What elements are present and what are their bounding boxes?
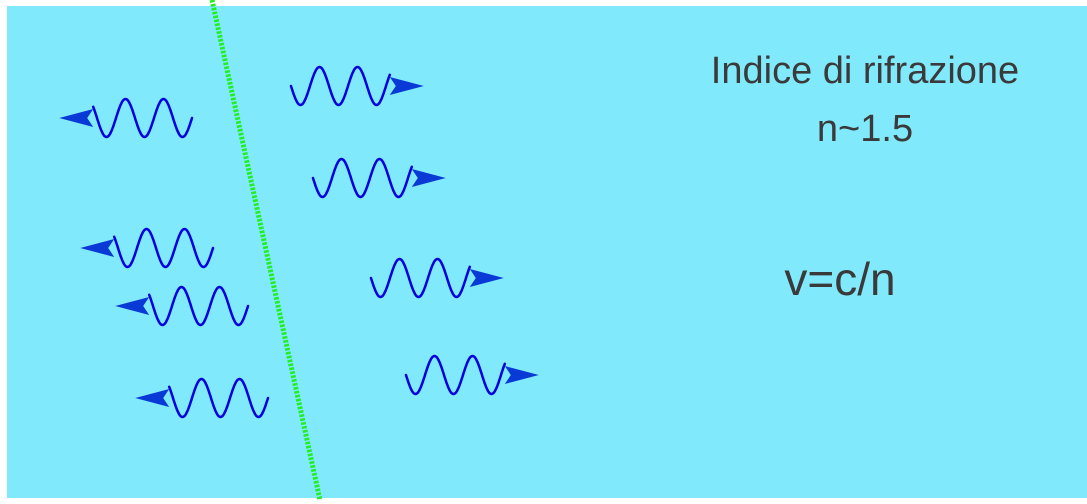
reflected-wave-1	[59, 97, 194, 139]
transmitted-wave-4	[404, 354, 539, 396]
refraction-index-value: n~1.5	[816, 108, 914, 150]
wave-line	[289, 65, 392, 107]
wave-line	[404, 354, 507, 396]
arrowhead-icon	[59, 109, 94, 127]
refraction-index-title: Indice di rifrazione	[710, 50, 1020, 92]
reflected-wave-3	[115, 285, 250, 327]
wave-line	[91, 97, 194, 139]
reflected-wave-2	[80, 227, 215, 269]
interface-boundary-line	[209, 0, 323, 501]
wave-line	[147, 285, 250, 327]
arrowhead-icon	[115, 297, 150, 315]
arrowhead-icon	[80, 239, 115, 257]
velocity-formula: v=c/n	[784, 253, 896, 305]
wave-line	[311, 157, 414, 199]
arrowhead-icon	[135, 389, 170, 407]
arrowhead-icon	[389, 77, 424, 95]
transmitted-wave-1	[289, 65, 424, 107]
wave-line	[167, 377, 270, 419]
arrowhead-icon	[411, 169, 446, 187]
wave-line	[112, 227, 215, 269]
wave-line	[369, 257, 472, 299]
transmitted-wave-3	[369, 257, 504, 299]
medium-panel	[7, 6, 1087, 498]
arrowhead-icon	[469, 269, 504, 287]
transmitted-wave-2	[311, 157, 446, 199]
arrowhead-icon	[504, 366, 539, 384]
reflected-wave-4	[135, 377, 270, 419]
